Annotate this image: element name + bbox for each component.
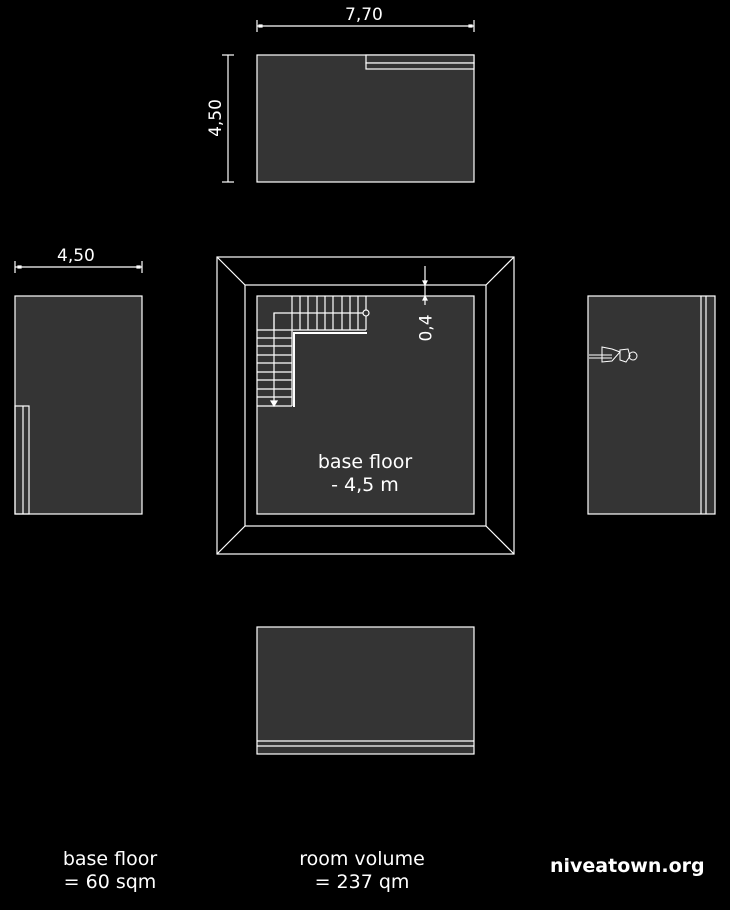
site-credit-link[interactable]: niveatown.org xyxy=(550,855,705,877)
top-height-dimension: 4,50 xyxy=(205,99,226,137)
left-width-dimension: 4,50 xyxy=(57,246,95,266)
volume-value: = 237 qm xyxy=(314,871,410,893)
top-elevation xyxy=(222,20,475,183)
area-stat: base floor = 60 sqm xyxy=(45,848,175,894)
top-width-dimension: 7,70 xyxy=(345,5,383,25)
room-label: base floor - 4,5 m xyxy=(300,451,430,497)
wall-thickness-dimension: 0,4 xyxy=(416,314,437,342)
staircase xyxy=(257,296,370,408)
room-label-depth: - 4,5 m xyxy=(331,474,399,496)
left-elevation xyxy=(14,261,143,515)
volume-label: room volume xyxy=(299,848,425,870)
right-elevation xyxy=(587,295,716,515)
bottom-elevation xyxy=(256,626,475,755)
person-figure-icon xyxy=(589,346,638,363)
room-label-name: base floor xyxy=(317,451,413,473)
volume-stat: room volume = 237 qm xyxy=(282,848,442,894)
floor-plan xyxy=(216,256,515,555)
area-value: = 60 sqm xyxy=(63,871,157,893)
area-label: base floor xyxy=(62,848,158,870)
